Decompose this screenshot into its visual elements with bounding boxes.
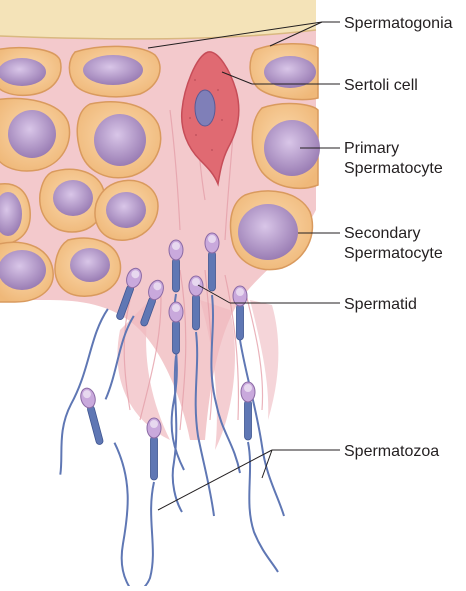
sertoli-cell: [180, 51, 240, 187]
sperm-tail: [104, 315, 135, 400]
spermatogonium-cell: [0, 46, 62, 97]
label-secondary-spermatocyte-line2: Spermatocyte: [344, 245, 443, 262]
secondary-spermatocyte-cell: [229, 190, 314, 271]
label-sertoli-cell: Sertoli cell: [344, 77, 418, 94]
lower-cells: [0, 237, 122, 303]
sperm-midpiece: [150, 435, 158, 481]
sperm-midpiece: [208, 250, 216, 292]
sperm-midpiece: [244, 399, 252, 441]
sperm-tail: [247, 441, 279, 573]
sperm-tail: [171, 355, 183, 513]
sperm-tail: [194, 331, 215, 517]
sperm-tail: [239, 339, 285, 517]
label-primary-spermatocyte-line2: Spermatocyte: [344, 160, 443, 177]
spermatogonium-cell: [68, 45, 161, 98]
spermatid: [80, 387, 143, 591]
sperm-acrosome: [208, 235, 216, 243]
sperm-acrosome: [131, 270, 140, 279]
label-secondary-spermatocyte-line1: Secondary: [344, 225, 421, 242]
sperm-acrosome: [150, 420, 158, 428]
labels: Spermatogonia Sertoli cell Primary Sperm…: [344, 15, 453, 460]
spermatid: [136, 417, 162, 591]
sperm-tail: [136, 481, 155, 591]
leader-lines: [147, 21, 340, 511]
spermatid: [104, 279, 164, 400]
spermatid: [240, 381, 279, 573]
sperm-tail: [210, 294, 241, 474]
label-spermatid: Spermatid: [344, 296, 417, 313]
sperm-acrosome: [172, 304, 180, 312]
sperm-acrosome: [192, 278, 200, 286]
sperm-midpiece: [87, 405, 104, 445]
spermatocyte-cell: [0, 241, 54, 303]
sperm-acrosome: [236, 288, 244, 296]
spermatid: [204, 232, 241, 474]
sperm-acrosome: [153, 282, 162, 291]
middle-row-cells: [0, 168, 159, 246]
primary-spermatocyte-cell: [251, 102, 320, 190]
spermatocyte-cell: [94, 179, 159, 241]
sperm-midpiece: [192, 293, 200, 331]
primary-spermatocyte-cell: [0, 97, 71, 172]
primary-spermatocyte-cell: [76, 101, 162, 179]
spermatid: [188, 275, 215, 517]
sperm-acrosome: [172, 242, 180, 250]
spermatid: [232, 285, 285, 517]
label-primary-spermatocyte-line1: Primary: [344, 140, 399, 157]
label-spermatozoa: Spermatozoa: [344, 443, 439, 460]
label-spermatogonia: Spermatogonia: [344, 15, 453, 32]
sperm-midpiece: [172, 319, 180, 355]
spermatid: [59, 267, 142, 475]
spermatid: [168, 301, 184, 513]
sperm-tail: [113, 442, 143, 591]
sperm-tail: [59, 308, 109, 475]
sperm-acrosome: [244, 384, 252, 392]
spermatozoa-group: [59, 232, 285, 591]
sperm-midpiece: [236, 303, 244, 341]
primary-spermatocyte-cells: [0, 97, 320, 190]
spermatogonium-cell: [249, 42, 319, 101]
spermatocyte-cell: [39, 168, 106, 233]
spermatocyte-cell: [54, 237, 122, 297]
sperm-midpiece: [172, 257, 180, 293]
spermatogonia-cells: [0, 42, 319, 101]
basement-membrane: [0, 0, 317, 40]
sperm-acrosome: [82, 390, 91, 399]
